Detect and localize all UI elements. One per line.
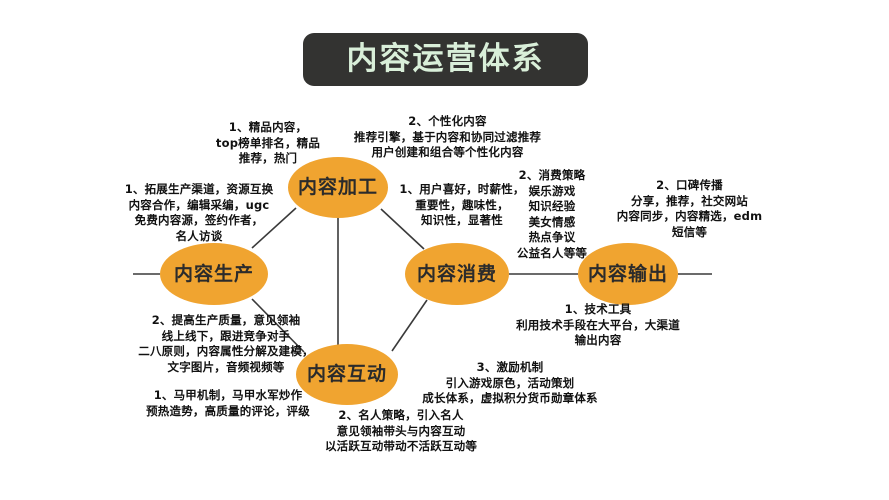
node-label: 内容输出 [587, 262, 668, 285]
line-shengchan-jiagong [251, 207, 297, 249]
line-shengchan-hudong [251, 298, 305, 353]
page-title-plate: 内容运营体系 [303, 33, 588, 86]
node-label: 内容加工 [297, 176, 378, 198]
annotation-consumption-strategy: 2、消费策略 娱乐游戏 知识经验 美女情感 热点争议 公益名人等等 [516, 168, 588, 260]
node-content-interaction[interactable]: 内容互动 [296, 344, 398, 405]
annotation-premium-content: 1、精品内容， top榜单排名，精品 推荐，热门 [215, 120, 321, 165]
annotation-word-of-mouth: 2、口碑传播 分享，推荐，社交网站 内容同步，内容精选，edm 短信等 [616, 178, 763, 239]
annotation-user-preference: 1、用户喜好，时薪性， 重要性，趣味性， 知识性，显著性 [399, 182, 525, 227]
node-content-output[interactable]: 内容输出 [578, 243, 678, 305]
node-content-processing[interactable]: 内容加工 [288, 157, 388, 218]
node-label: 内容消费 [416, 262, 497, 285]
node-content-consumption[interactable]: 内容消费 [405, 243, 509, 305]
node-label: 内容生产 [173, 262, 254, 285]
annotation-production-quality: 2、提高生产质量，意见领袖 线上线下，跟进竞争对手 二八原则，内容属性分解及建模… [138, 313, 314, 374]
page-title: 内容运营体系 [346, 41, 545, 77]
annotation-celebrity-strategy: 2、名人策略，引入名人 意见领袖带头与内容互动 以活跃互动带动不活跃互动等 [324, 408, 478, 453]
annotation-personalized-content: 2、个性化内容 推荐引擎，基于内容和协同过滤推荐 用户创建和组合等个性化内容 [353, 114, 542, 159]
annotation-sockpuppet-mechanism: 1、马甲机制，马甲水军炒作 预热造势，高质量的评论，评级 [146, 388, 310, 418]
node-label: 内容互动 [306, 363, 387, 385]
annotation-tech-tools: 1、技术工具 利用技术手段在大平台，大渠道 输出内容 [516, 302, 680, 347]
line-hudong-xiaofei [391, 299, 428, 352]
annotation-incentive-mechanism: 3、激励机制 引入游戏原色，活动策划 成长体系，虚拟积分货币勋章体系 [422, 360, 598, 405]
annotation-production-channels: 1、拓展生产渠道，资源互换 内容合作，编辑采编，ugc 免费内容源，签约作者， … [124, 182, 274, 243]
line-jiagong-xiaofei [380, 208, 425, 250]
node-content-production[interactable]: 内容生产 [160, 243, 268, 305]
